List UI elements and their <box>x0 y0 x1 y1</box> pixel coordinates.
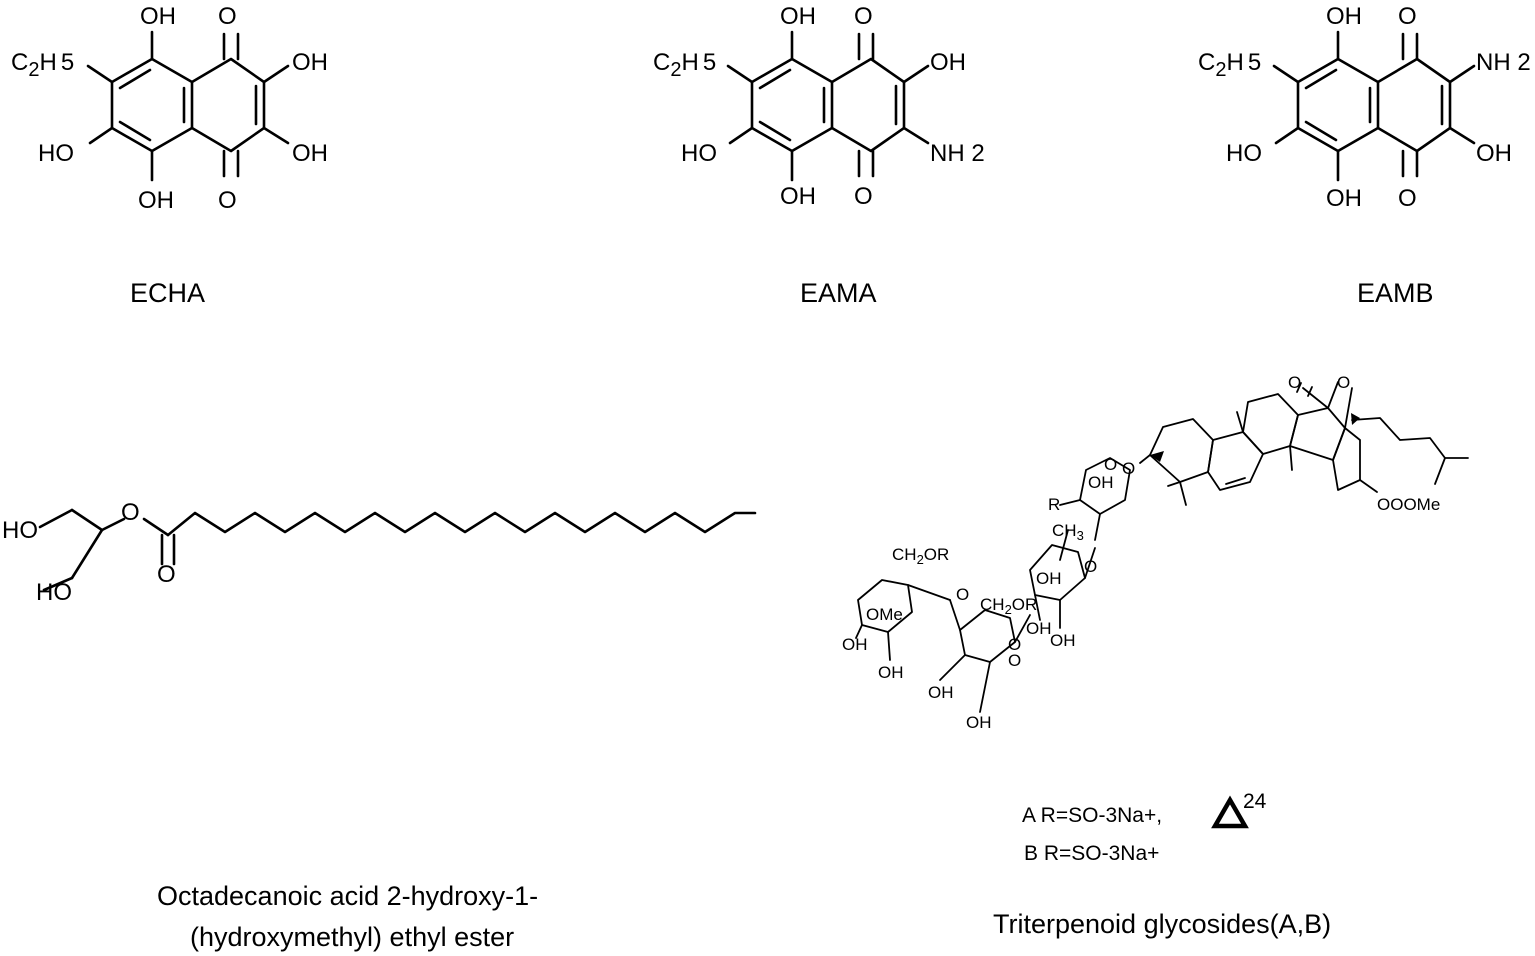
note-b: B R=SO-3Na+ <box>1024 842 1159 865</box>
eamb-bonds <box>1272 30 1476 182</box>
ring-o-label: O <box>1337 373 1350 392</box>
eamb-oh-top-label: OH <box>1326 3 1362 30</box>
ester-ho1-label: HO <box>2 517 38 544</box>
delta-icon <box>1211 795 1249 829</box>
sugar1-o-label: O <box>1104 455 1117 474</box>
ch2or1-label: CH2OR <box>892 545 949 567</box>
eama-o-bottom-label: O <box>854 183 873 210</box>
eamb-oh-bottom-label: OH <box>1326 185 1362 212</box>
eama-nh2-label: NH 2 <box>930 140 985 167</box>
sugar3-oh-a-label: OH <box>928 683 954 702</box>
eamb-nh2-label: NH 2 <box>1476 49 1531 76</box>
eama-ho-left-label: HO <box>681 140 717 167</box>
eamb-o-top-label: O <box>1398 3 1417 30</box>
ester-name-line1: Octadecanoic acid 2-hydroxy-1- <box>157 881 538 911</box>
glycoside-labels: O O O OOOMe OH R O CH3 O OH CH2OR OMe CH… <box>842 373 1440 732</box>
eama-bonds <box>726 30 930 182</box>
sugar5-o-label: O <box>1008 635 1021 654</box>
echa-bonds <box>86 30 290 182</box>
aglycone-bonds <box>1139 381 1469 506</box>
eama-o-top-label: O <box>854 3 873 30</box>
methyl-wedge <box>1351 413 1360 425</box>
sugar2-oh-a-label: OH <box>1050 631 1076 650</box>
echa-name: ECHA <box>130 278 205 308</box>
echa-o-top-label: O <box>218 3 237 30</box>
eama-oh-right-label: OH <box>930 49 966 76</box>
structure-glycoside: O O O OOOMe OH R O CH3 O OH CH2OR OMe CH… <box>842 373 1469 939</box>
note-a: A R=SO-3Na+, <box>1022 804 1162 827</box>
link-o1-label: O <box>1122 459 1135 478</box>
ester-ho2-label: HO <box>36 579 72 606</box>
eamb-ho-left-label: HO <box>1226 140 1262 167</box>
ome-label: OMe <box>866 605 903 624</box>
ester-name-line2: (hydroxymethyl) ethyl ester <box>190 922 514 952</box>
c3-wedge <box>1150 451 1164 462</box>
eamb-oh-right-label: OH <box>1476 140 1512 167</box>
sugar2-o-label: O <box>1084 557 1097 576</box>
glycoside-name: Triterpenoid glycosides(A,B) <box>993 909 1331 939</box>
ester-o-carbonyl-label: O <box>157 561 176 588</box>
ester-bonds <box>38 508 757 592</box>
echa-o-bottom-label: O <box>218 187 237 214</box>
sugar2-oh-b-label: OH <box>1026 619 1052 638</box>
echa-oh-bottom-label: OH <box>138 187 174 214</box>
sugar4-oh-a-label: OH <box>842 635 868 654</box>
sugar1-oh-label: OH <box>1088 473 1114 492</box>
ester-o-ester-label: O <box>121 499 140 526</box>
structure-ester: HO HO O O Octadecanoic acid 2-hydroxy-1-… <box>2 499 757 952</box>
sugar4-oh-b-label: OH <box>878 663 904 682</box>
echa-oh-top-label: OH <box>140 3 176 30</box>
eamb-name: EAMB <box>1357 278 1434 308</box>
eama-oh-top-label: OH <box>780 3 816 30</box>
echa-oh-right1-label: OH <box>292 49 328 76</box>
sugar3-o-label: O <box>956 585 969 604</box>
sugar3-oh-b-label: OH <box>966 713 992 732</box>
sugar2-oh-label: OH <box>1036 569 1062 588</box>
note-a-superscript: 24 <box>1243 790 1267 813</box>
sugar-bonds <box>855 457 1131 713</box>
ch2or2-label: CH2OR <box>980 595 1037 617</box>
eama-name: EAMA <box>800 278 877 308</box>
oooMe-label: OOOMe <box>1377 495 1440 514</box>
sugar1-r-label: R <box>1048 495 1060 514</box>
echa-ho-left-label: HO <box>38 140 74 167</box>
ch3-label: CH3 <box>1052 521 1084 543</box>
eamb-o-bottom-label: O <box>1398 185 1417 212</box>
sugar4-o-label: O <box>1008 651 1021 670</box>
eama-oh-bottom-label: OH <box>780 183 816 210</box>
echa-oh-right2-label: OH <box>292 140 328 167</box>
lactone-o-label: O <box>1288 373 1301 392</box>
